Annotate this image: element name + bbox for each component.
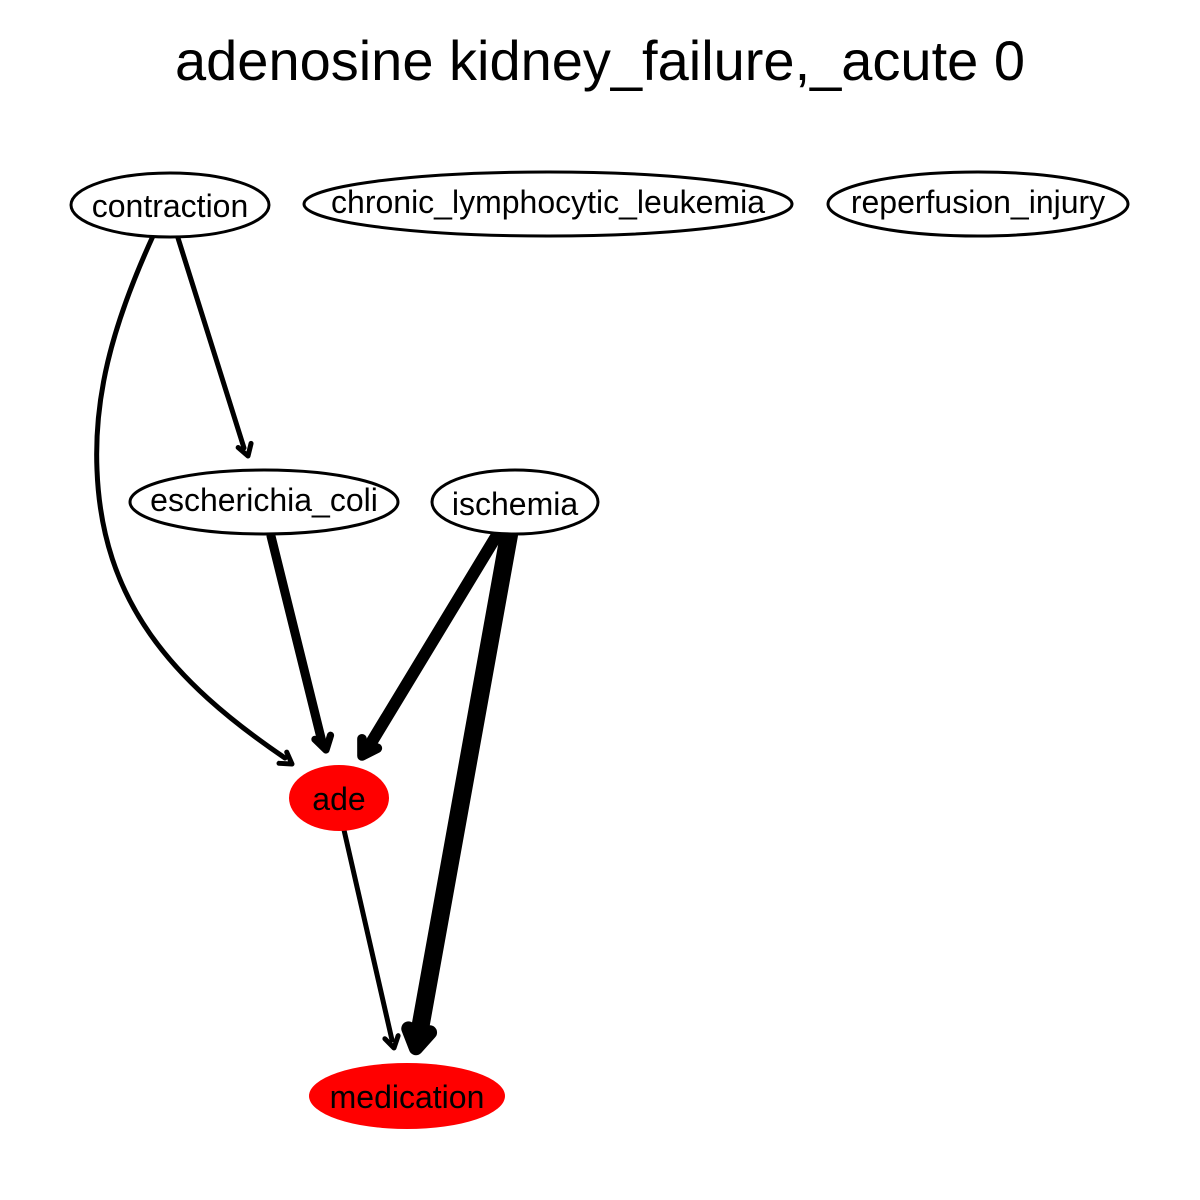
edge-ade-to-medication: [341, 827, 395, 1043]
edge-ischemia-to-medication: [409, 526, 518, 1049]
node-label-ischemia: ischemia: [452, 486, 578, 522]
node-reperfusion_injury: reperfusion_injury: [826, 170, 1130, 238]
arrowhead-ischemia-to-ade: [357, 734, 383, 761]
node-escherichia_coli: escherichia_coli: [128, 468, 400, 536]
arrowhead-contraction-to-ade: [276, 749, 295, 767]
diagram-title: adenosine kidney_failure,_acute 0: [175, 29, 1025, 92]
node-label-medication: medication: [330, 1079, 485, 1115]
edges-layer: [94, 233, 518, 1056]
node-label-chronic_lymphocytic_leukemia: chronic_lymphocytic_leukemia: [331, 184, 765, 220]
edge-ischemia-to-ade: [362, 529, 503, 754]
node-label-ade: ade: [312, 781, 365, 817]
node-label-reperfusion_injury: reperfusion_injury: [851, 184, 1105, 220]
node-label-contraction: contraction: [92, 188, 249, 224]
node-medication: medication: [309, 1063, 505, 1129]
edge-escherichia_coli-to-ade: [266, 531, 327, 747]
node-shape-medication: [309, 1063, 505, 1129]
node-shape-ischemia: [430, 468, 600, 536]
edge-contraction-to-escherichia_coli: [175, 235, 247, 451]
arrowhead-ade-to-medication: [382, 1033, 401, 1051]
edge-contraction-to-ade: [94, 233, 288, 761]
node-shape-escherichia_coli: [128, 468, 400, 536]
node-ade: ade: [289, 765, 389, 831]
node-label-escherichia_coli: escherichia_coli: [150, 482, 378, 518]
node-shape-chronic_lymphocytic_leukemia: [302, 170, 794, 238]
arrowhead-escherichia_coli-to-ade: [311, 731, 335, 754]
node-shape-contraction: [69, 171, 271, 239]
node-shape-reperfusion_injury: [826, 170, 1130, 238]
nodes-layer: contraction chronic_lymphocytic_leukemia r…: [69, 170, 1130, 1129]
arrowhead-contraction-to-escherichia_coli: [235, 440, 254, 459]
node-chronic_lymphocytic_leukemia: chronic_lymphocytic_leukemia: [302, 170, 794, 238]
node-ischemia: ischemia: [430, 468, 600, 536]
node-contraction: contraction: [69, 171, 271, 239]
arrowhead-ischemia-to-medication: [401, 1021, 438, 1056]
node-shape-ade: [289, 765, 389, 831]
